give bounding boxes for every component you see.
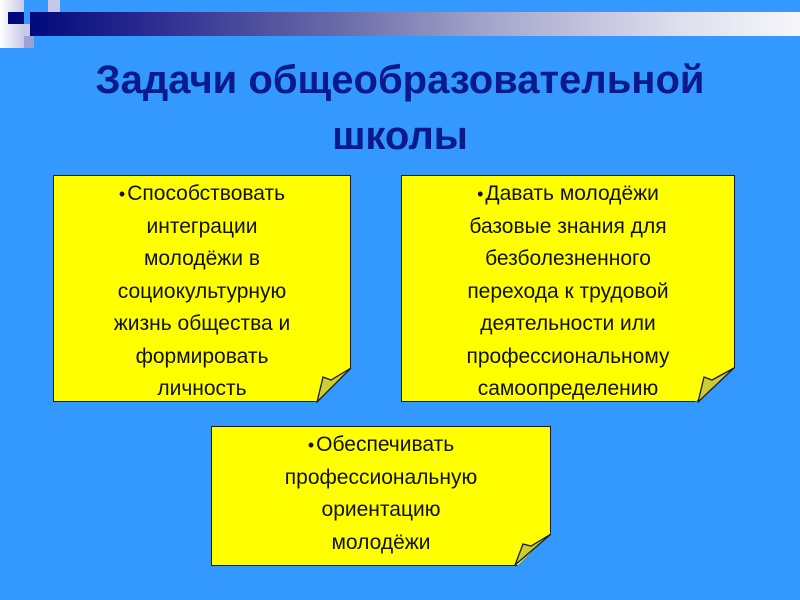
corner-decoration-square	[48, 0, 60, 12]
header-gradient-bar	[30, 12, 800, 36]
slide-title: Задачи общеобразовательной школы	[0, 52, 800, 164]
corner-decoration-square	[24, 24, 34, 36]
corner-decoration-square	[24, 36, 34, 48]
bullet-icon: •	[118, 184, 126, 204]
corner-decoration-square	[8, 12, 24, 24]
sticky-note-integration: •Способствовать интеграции молодёжи в со…	[53, 175, 351, 402]
sticky-note-orientation: •Обеспечивать профессиональную ориентаци…	[211, 426, 551, 566]
corner-decoration	[0, 0, 24, 48]
bullet-icon: •	[477, 184, 484, 204]
sticky-note-knowledge: •Давать молодёжи базовые знания для безб…	[401, 175, 735, 402]
bullet-icon: •	[307, 435, 315, 455]
title-line-2: школы	[332, 114, 468, 158]
title-line-1: Задачи общеобразовательной	[95, 58, 705, 102]
